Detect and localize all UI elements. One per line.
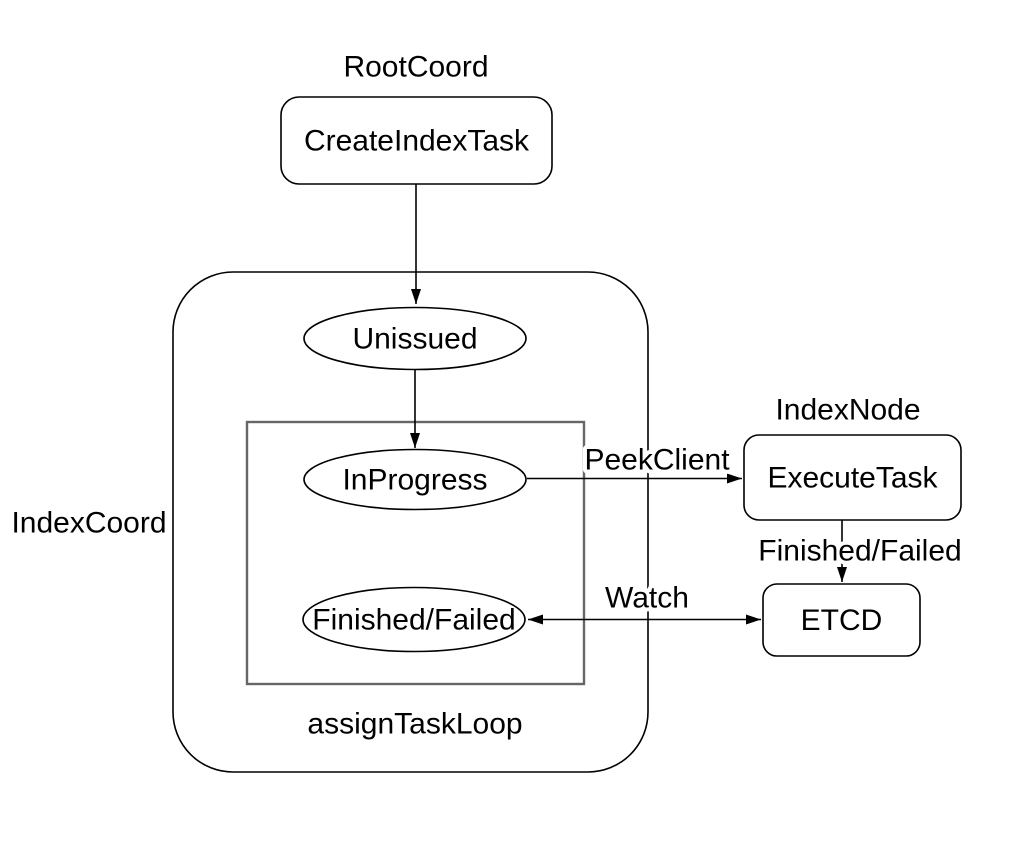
finished-failed-label: Finished/Failed — [312, 604, 515, 637]
unissued-node — [303, 306, 527, 371]
inprogress-node — [303, 448, 527, 511]
inprogress-label: InProgress — [342, 464, 487, 497]
peekclient-edge-label: PeekClient — [584, 444, 730, 477]
watch-edge-label: Watch — [605, 582, 689, 615]
execute-task-node — [743, 434, 962, 521]
unissued-label: Unissued — [352, 323, 477, 356]
rootcoord-group-label: RootCoord — [343, 51, 488, 84]
finished-failed-node — [302, 586, 526, 653]
etcd-label: ETCD — [801, 604, 883, 637]
assigntaskloop-group-label: assignTaskLoop — [307, 708, 522, 741]
create-index-task-label: CreateIndexTask — [304, 125, 530, 158]
create-index-task-node — [280, 96, 553, 185]
etcd-node — [762, 583, 921, 657]
execute-task-label: ExecuteTask — [767, 462, 938, 495]
indexcoord-container — [172, 271, 649, 773]
indexnode-group-label: IndexNode — [775, 394, 920, 427]
indexcoord-group-label: IndexCoord — [11, 507, 166, 540]
finished-failed-edge-label: Finished/Failed — [758, 535, 961, 568]
